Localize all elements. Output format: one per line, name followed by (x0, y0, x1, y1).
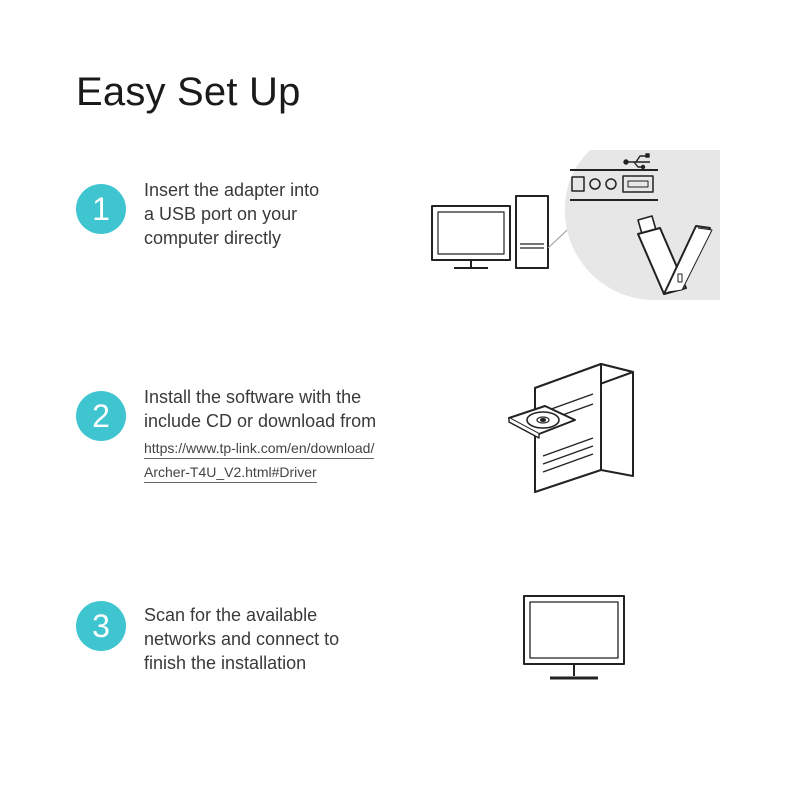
monitor-icon (523, 595, 625, 680)
step-2-number: 2 (92, 398, 110, 434)
tower-cd-drive-illustration (508, 363, 634, 493)
step-1-badge: 1 (76, 184, 126, 234)
step-3-line-2: networks and connect to (144, 629, 340, 649)
tower-icon (515, 195, 549, 269)
monitor-icon (431, 205, 511, 269)
computer-usb-adapter-illustration (431, 150, 720, 300)
step-3-line-3: finish the installation (144, 653, 307, 673)
step-3-badge: 3 (76, 601, 126, 651)
step-3-text: Scan for the available networks and conn… (144, 603, 339, 675)
step-2-text: Install the software with the include CD… (144, 385, 376, 433)
port-panel (570, 169, 658, 201)
step-3-number: 3 (92, 608, 110, 644)
download-link-line-1[interactable]: https://www.tp-link.com/en/download/ (144, 440, 375, 459)
step-1-number: 1 (92, 191, 110, 227)
download-link-line-2[interactable]: Archer-T4U_V2.html#Driver (144, 464, 317, 483)
step-2-line-2: include CD or download from (144, 411, 377, 431)
step-1-line-2: a USB port on your (144, 204, 298, 224)
cd-icon (526, 411, 560, 429)
step-1-text: Insert the adapter into a USB port on yo… (144, 178, 319, 250)
monitor-illustration (523, 595, 625, 680)
step-1-line-1: Insert the adapter into (144, 180, 320, 200)
usb-icon (623, 153, 650, 170)
step-3-line-1: Scan for the available (144, 605, 318, 625)
step-1-line-3: computer directly (144, 228, 282, 248)
step-2-line-1: Install the software with the (144, 387, 362, 407)
step-2-badge: 2 (76, 391, 126, 441)
page-title: Easy Set Up (76, 70, 301, 114)
usb-adapter-icon (637, 215, 713, 295)
